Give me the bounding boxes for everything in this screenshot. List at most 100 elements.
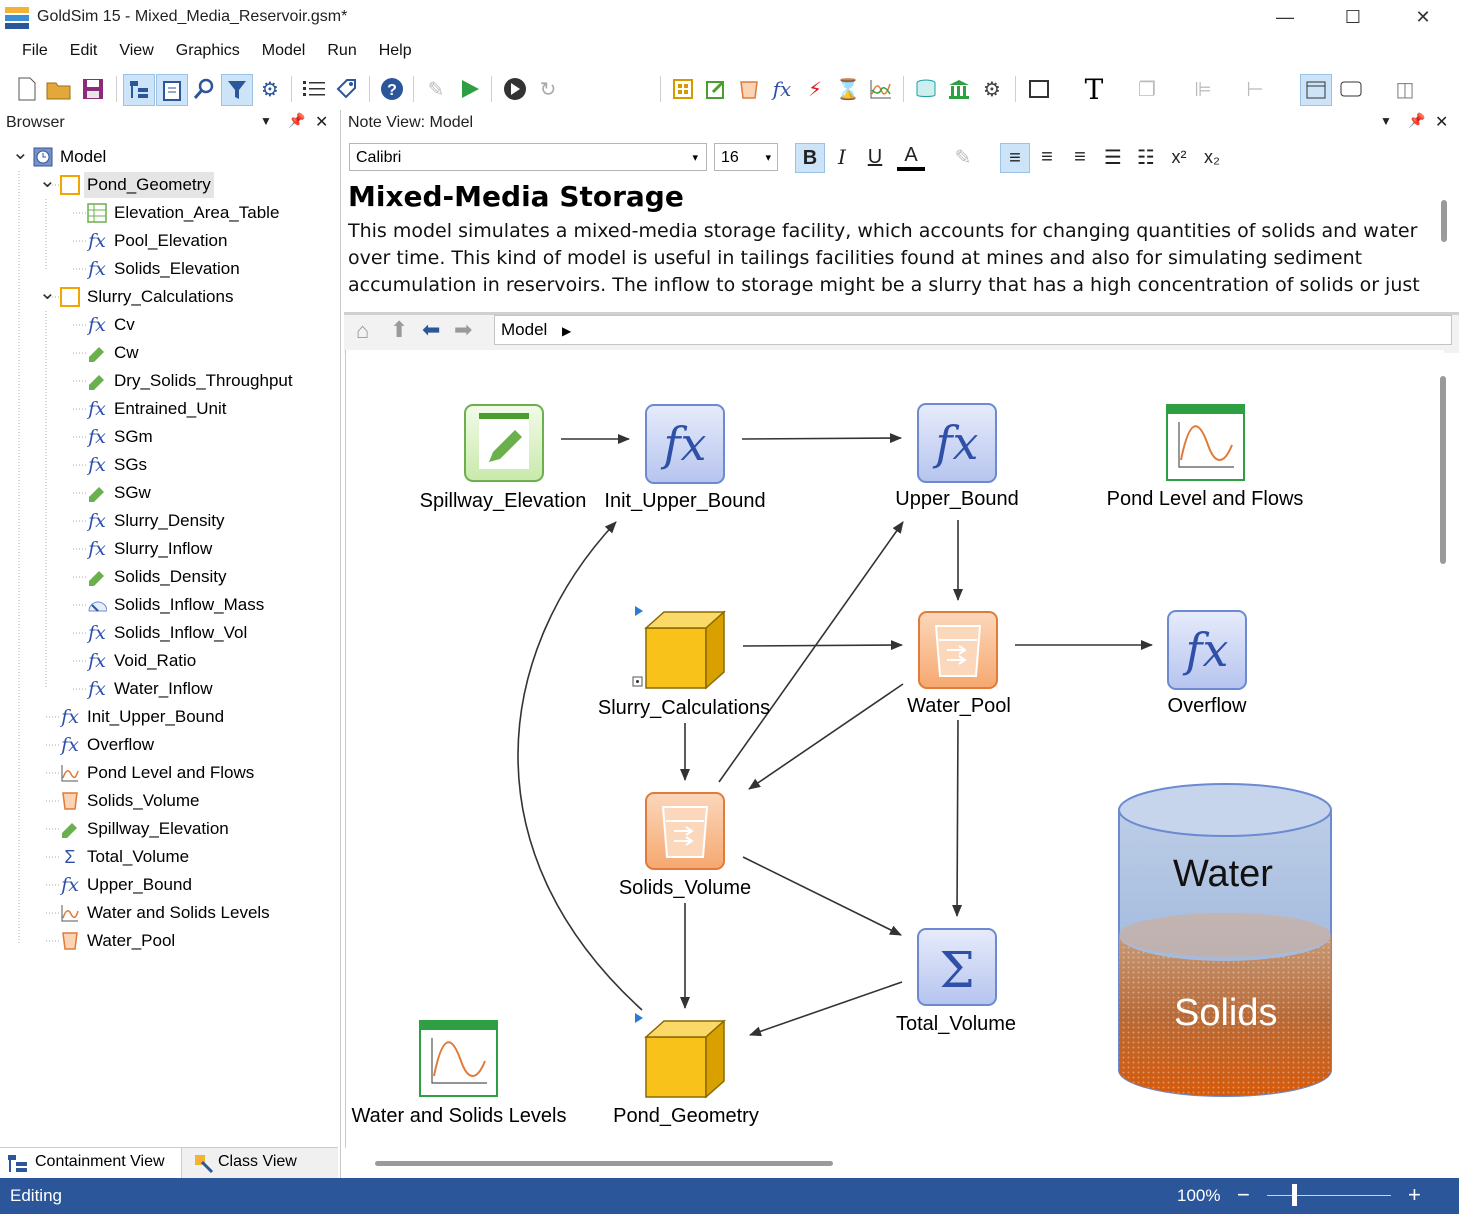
breadcrumb-item-model[interactable]: Model: [501, 320, 548, 339]
pin-icon[interactable]: 📌: [288, 112, 306, 128]
node-pond-geometry[interactable]: [635, 1013, 726, 1099]
help-icon[interactable]: ?: [377, 74, 407, 104]
filter-icon[interactable]: [221, 74, 253, 106]
tree-item[interactable]: Water_Pool: [0, 928, 338, 954]
node-slurry-calculations[interactable]: [632, 606, 726, 690]
tree-item[interactable]: ⌄Pond_Geometry: [0, 171, 338, 198]
tree-item[interactable]: Spillway_Elevation: [0, 816, 338, 842]
tree-item[interactable]: ⌄Slurry_Calculations: [0, 282, 338, 310]
stop-icon[interactable]: [500, 74, 530, 104]
open-folder-icon[interactable]: [44, 74, 74, 104]
new-file-icon[interactable]: [12, 74, 42, 104]
chevron-down-icon[interactable]: ▼: [1380, 114, 1392, 128]
numbered-list-icon[interactable]: ☷: [1137, 146, 1155, 169]
node-label[interactable]: Init_Upper_Bound: [604, 490, 766, 512]
underline-button[interactable]: U: [867, 145, 883, 168]
result-element-icon[interactable]: [866, 74, 896, 104]
up-arrow-icon[interactable]: ⬆: [390, 317, 409, 342]
node-label[interactable]: Solids_Volume: [618, 877, 752, 899]
container-element-icon[interactable]: [668, 74, 698, 104]
tree-item[interactable]: Elevation_Area_Table: [0, 200, 338, 226]
node-overflow[interactable]: fx: [1167, 610, 1247, 690]
zoom-out-button[interactable]: −: [1237, 1182, 1250, 1207]
node-label[interactable]: Slurry_Calculations: [597, 697, 771, 719]
font-size-select[interactable]: 16▾: [714, 143, 778, 171]
tree-item[interactable]: ⌄Model: [0, 142, 338, 170]
tree-item[interactable]: Pond Level and Flows: [0, 760, 338, 786]
canvas-vertical-scrollbar[interactable]: [1440, 376, 1446, 564]
node-label[interactable]: Spillway_Elevation: [419, 490, 587, 512]
node-spillway-elevation[interactable]: [464, 404, 544, 482]
tag-icon[interactable]: [332, 74, 362, 104]
reservoir-element-icon[interactable]: [734, 74, 764, 104]
home-icon[interactable]: ⌂: [356, 318, 370, 343]
zoom-slider[interactable]: [1267, 1195, 1391, 1196]
note-view-toggle-icon[interactable]: [156, 74, 188, 106]
shape-rectangle-icon[interactable]: [1025, 74, 1055, 104]
back-arrow-icon[interactable]: ⬅: [422, 317, 441, 342]
options-gear-icon[interactable]: ⚙: [983, 78, 1001, 101]
node-label[interactable]: Pond_Geometry: [613, 1105, 759, 1127]
tree-item[interactable]: Solids_Inflow_Mass: [0, 592, 338, 618]
breadcrumb[interactable]: Model ▶: [494, 315, 1452, 345]
note-scrollbar[interactable]: [1441, 200, 1447, 242]
tree-item[interactable]: Water and Solids Levels: [0, 900, 338, 926]
font-name-select[interactable]: Calibri▾: [349, 143, 707, 171]
database-icon[interactable]: [911, 74, 941, 104]
expand-chevron-icon[interactable]: ⌄: [12, 142, 29, 164]
expression-element-icon[interactable]: fx: [772, 77, 792, 101]
minimize-button[interactable]: —: [1260, 0, 1310, 34]
subscript-icon[interactable]: x₂: [1204, 146, 1220, 167]
node-water-solids-chart[interactable]: [419, 1020, 498, 1097]
align-icon[interactable]: ⊫: [1194, 78, 1212, 101]
node-label[interactable]: Water_Pool: [907, 695, 1011, 717]
canvas-horizontal-scrollbar[interactable]: [375, 1161, 833, 1166]
financial-icon[interactable]: [944, 74, 974, 104]
node-label[interactable]: Water and Solids Levels: [351, 1105, 567, 1127]
node-init-upper-bound[interactable]: fx: [645, 404, 725, 484]
forward-arrow-icon[interactable]: ➡: [454, 317, 473, 342]
close-icon[interactable]: ✕: [315, 114, 329, 131]
zoom-slider-thumb[interactable]: [1292, 1184, 1297, 1206]
chevron-right-icon[interactable]: ▶: [562, 324, 572, 338]
menu-help[interactable]: Help: [378, 42, 412, 59]
tree-item[interactable]: Cw: [0, 340, 338, 366]
chevron-down-icon[interactable]: ▼: [260, 114, 272, 128]
node-solids-volume[interactable]: [645, 792, 725, 870]
italic-button[interactable]: I: [838, 145, 846, 169]
find-icon[interactable]: [189, 74, 219, 104]
align-right-icon[interactable]: ≡: [1074, 145, 1086, 168]
tab-containment-view[interactable]: Containment View: [0, 1148, 182, 1179]
menu-file[interactable]: File: [22, 42, 48, 59]
data-element-icon[interactable]: [701, 74, 731, 104]
tab-class-view[interactable]: Class View: [186, 1148, 336, 1179]
node-label[interactable]: Overflow: [1167, 695, 1247, 717]
align-left-icon[interactable]: ≡: [1000, 143, 1030, 173]
settings-gear-icon[interactable]: ⚙: [261, 78, 279, 101]
model-graph[interactable]: fx fx: [346, 350, 1444, 1148]
event-element-icon[interactable]: ⚡: [807, 78, 823, 101]
arrange-icon[interactable]: ❐: [1138, 78, 1156, 101]
panel-icon[interactable]: ◫: [1395, 78, 1415, 101]
bold-button[interactable]: B: [795, 143, 825, 173]
menu-view[interactable]: View: [119, 42, 154, 59]
layout-icon[interactable]: [1336, 74, 1366, 104]
close-icon[interactable]: ✕: [1435, 114, 1449, 131]
save-icon[interactable]: [78, 74, 108, 104]
zoom-in-button[interactable]: +: [1408, 1182, 1421, 1207]
bullet-list-icon[interactable]: ☰: [1104, 146, 1122, 169]
distribute-icon[interactable]: ⊢: [1246, 78, 1264, 101]
edit-mode-icon[interactable]: ✎: [427, 78, 445, 101]
close-window-button[interactable]: ✕: [1398, 0, 1448, 34]
expand-chevron-icon[interactable]: ⌄: [39, 282, 56, 304]
